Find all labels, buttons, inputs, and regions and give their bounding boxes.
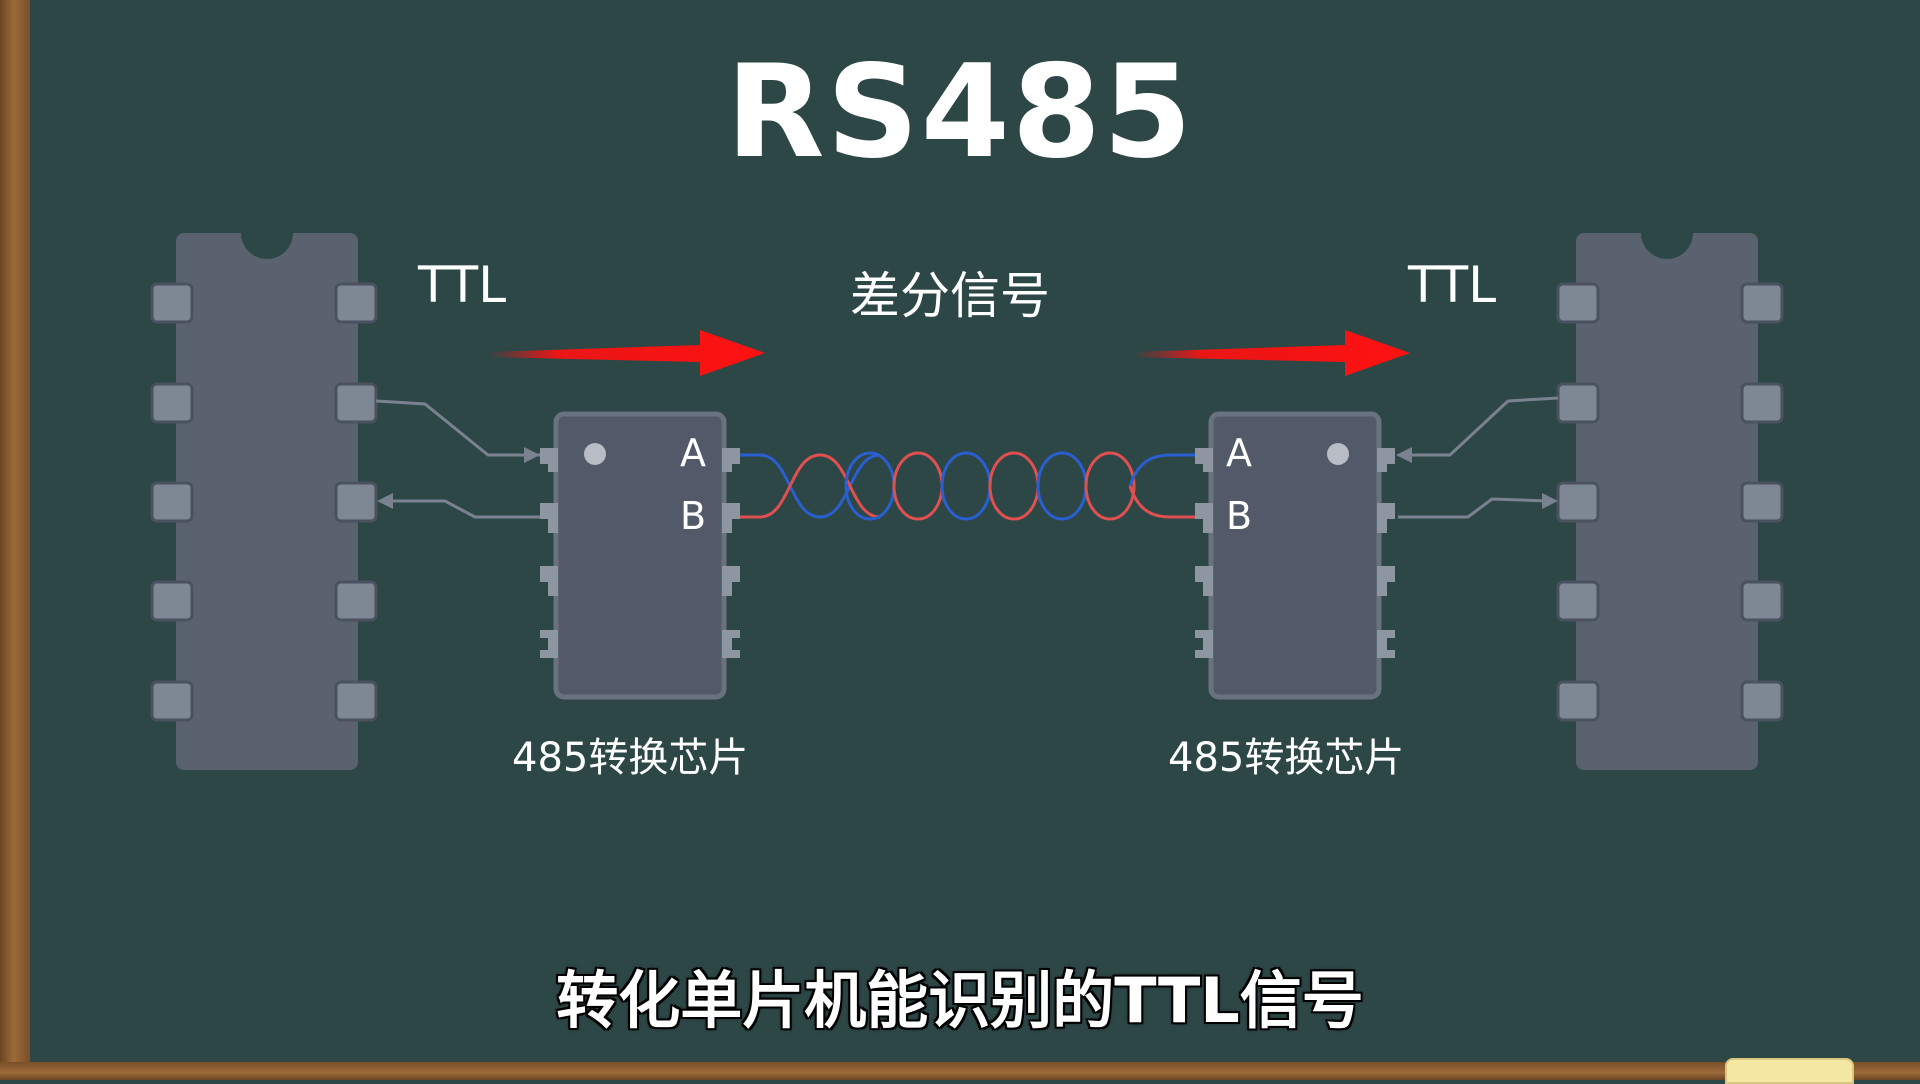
subtitle-caption: 转化单片机能识别的TTL信号 xyxy=(555,963,1366,1039)
page-title: RS485 xyxy=(726,38,1194,187)
differential-signal-label: 差分信号 xyxy=(850,267,1050,325)
ttl-label-right: TTL xyxy=(1408,256,1497,314)
direction-arrow-right xyxy=(1133,330,1410,376)
pin-b-label-right: B xyxy=(1226,494,1253,538)
converter-chip-right xyxy=(1195,411,1395,700)
mcu-chip-right xyxy=(1556,207,1784,770)
mcu-chip-left xyxy=(150,207,378,770)
direction-arrow-left xyxy=(488,330,765,376)
board-frame-left xyxy=(0,0,30,1080)
pin-a-label-right: A xyxy=(1226,431,1252,475)
ttl-label-left: TTL xyxy=(418,256,507,314)
board-frame-bottom xyxy=(0,1062,1920,1080)
ttl-wires xyxy=(375,396,1559,519)
converter-label-left: 485转换芯片 xyxy=(512,735,749,781)
pin-a-label-left: A xyxy=(680,431,706,475)
pin-b-label-left: B xyxy=(680,494,707,538)
converter-chip-left xyxy=(540,411,740,700)
converter-label-right: 485转换芯片 xyxy=(1168,735,1405,781)
ttl-arrowheads xyxy=(377,447,1558,509)
twisted-pair-cable xyxy=(740,451,1195,521)
